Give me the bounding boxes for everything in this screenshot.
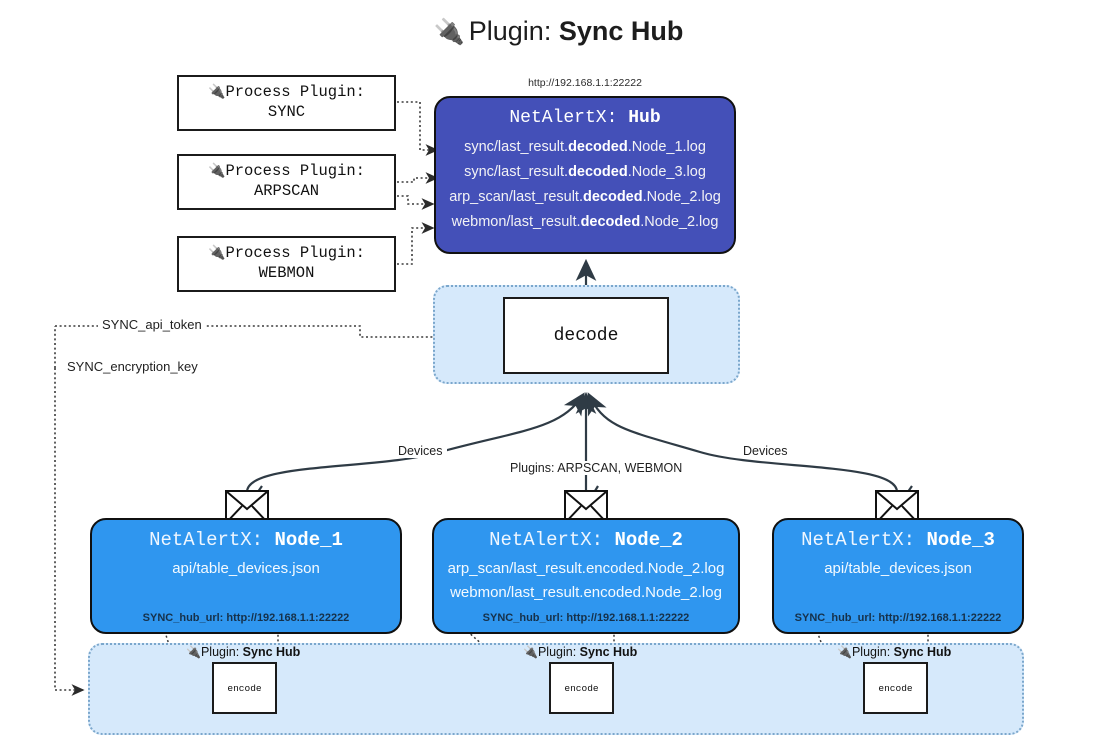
node-2-line: webmon/last_result.encoded.Node_2.log xyxy=(450,584,722,601)
encode-box-node-2[interactable]: encode xyxy=(549,662,614,714)
node-1-line: api/table_devices.json xyxy=(172,560,320,577)
plug-icon: 🔌 xyxy=(523,645,538,659)
process-plugin-arpscan-line2: ARPSCAN xyxy=(253,182,320,200)
envelope-icon xyxy=(564,490,608,529)
node-1-lines: api/table_devices.json xyxy=(92,557,400,581)
hub-url-label: http://192.168.1.1:22222 xyxy=(528,77,642,89)
node-3-line: api/table_devices.json xyxy=(824,560,972,577)
process-plugin-webmon-line1: 🔌Process Plugin: xyxy=(208,244,365,263)
node-2-title: NetAlertX: Node_2 xyxy=(489,529,683,551)
decode-box[interactable]: decode xyxy=(503,297,669,374)
node-2-hub-url: SYNC_hub_url: http://192.168.1.1:22222 xyxy=(482,612,690,624)
band-plugin-label-node-1: 🔌Plugin: Sync Hub xyxy=(186,645,301,659)
page-title: 🔌Plugin: Sync Hub xyxy=(0,16,1117,47)
plug-icon: 🔌 xyxy=(208,83,226,100)
band-plugin-label-node-3: 🔌Plugin: Sync Hub xyxy=(837,645,952,659)
node-box-node-2[interactable]: NetAlertX: Node_2 arp_scan/last_result.e… xyxy=(432,518,740,634)
edge-label-left-devices: Devices xyxy=(393,444,448,458)
encode-box-node-3[interactable]: encode xyxy=(863,662,928,714)
hub-title-name: Hub xyxy=(628,108,661,128)
node-1-hub-url: SYNC_hub_url: http://192.168.1.1:22222 xyxy=(142,612,350,624)
process-plugin-sync-line1: 🔌Process Plugin: xyxy=(208,83,365,102)
plug-icon: 🔌 xyxy=(837,645,852,659)
encode-box-node-1[interactable]: encode xyxy=(212,662,277,714)
process-plugin-webmon-line2: WEBMON xyxy=(258,264,315,282)
hub-title-prefix: NetAlertX: xyxy=(509,108,618,128)
plug-icon: 🔌 xyxy=(208,244,226,261)
node-box-node-3[interactable]: NetAlertX: Node_3 api/table_devices.json… xyxy=(772,518,1024,634)
hub-title: NetAlertX: Hub xyxy=(436,108,734,128)
process-plugin-arpscan-line1: 🔌Process Plugin: xyxy=(208,162,365,181)
band-plugin-label-node-2: 🔌Plugin: Sync Hub xyxy=(523,645,638,659)
node-3-lines: api/table_devices.json xyxy=(774,557,1022,581)
node-3-title: NetAlertX: Node_3 xyxy=(801,529,995,551)
edge-label-right-devices: Devices xyxy=(738,444,793,458)
sync-encryption-key-label: SYNC_encryption_key xyxy=(63,359,202,374)
process-plugin-box-webmon[interactable]: 🔌Process Plugin: WEBMON xyxy=(177,236,396,292)
edge-label-center-plugins: Plugins: ARPSCAN, WEBMON xyxy=(505,461,688,475)
plug-icon: 🔌 xyxy=(186,645,201,659)
node-2-line: arp_scan/last_result.encoded.Node_2.log xyxy=(447,560,725,577)
page-title-name: Sync Hub xyxy=(558,16,684,46)
hub-log-item: webmon/last_result.decoded.Node_2.log xyxy=(451,213,719,230)
process-plugin-box-arpscan[interactable]: 🔌Process Plugin: ARPSCAN xyxy=(177,154,396,210)
process-plugin-box-sync[interactable]: 🔌Process Plugin: SYNC xyxy=(177,75,396,131)
sync-api-token-label: SYNC_api_token xyxy=(98,317,206,332)
node-box-node-1[interactable]: NetAlertX: Node_1 api/table_devices.json… xyxy=(90,518,402,634)
page-title-prefix: Plugin: xyxy=(468,16,552,46)
plug-icon: 🔌 xyxy=(208,162,226,179)
hub-node[interactable]: NetAlertX: Hub sync/last_result.decoded.… xyxy=(434,96,736,254)
node-1-title: NetAlertX: Node_1 xyxy=(149,529,343,551)
node-2-lines: arp_scan/last_result.encoded.Node_2.log … xyxy=(434,557,738,605)
hub-log-list: sync/last_result.decoded.Node_1.log sync… xyxy=(436,135,734,235)
hub-log-item: sync/last_result.decoded.Node_1.log xyxy=(464,139,706,155)
plug-icon: 🔌 xyxy=(433,18,465,46)
hub-log-item: arp_scan/last_result.decoded.Node_2.log xyxy=(449,188,721,205)
hub-log-item: sync/last_result.decoded.Node_3.log xyxy=(464,163,706,180)
node-3-hub-url: SYNC_hub_url: http://192.168.1.1:22222 xyxy=(794,612,1002,624)
process-plugin-sync-line2: SYNC xyxy=(267,103,306,121)
